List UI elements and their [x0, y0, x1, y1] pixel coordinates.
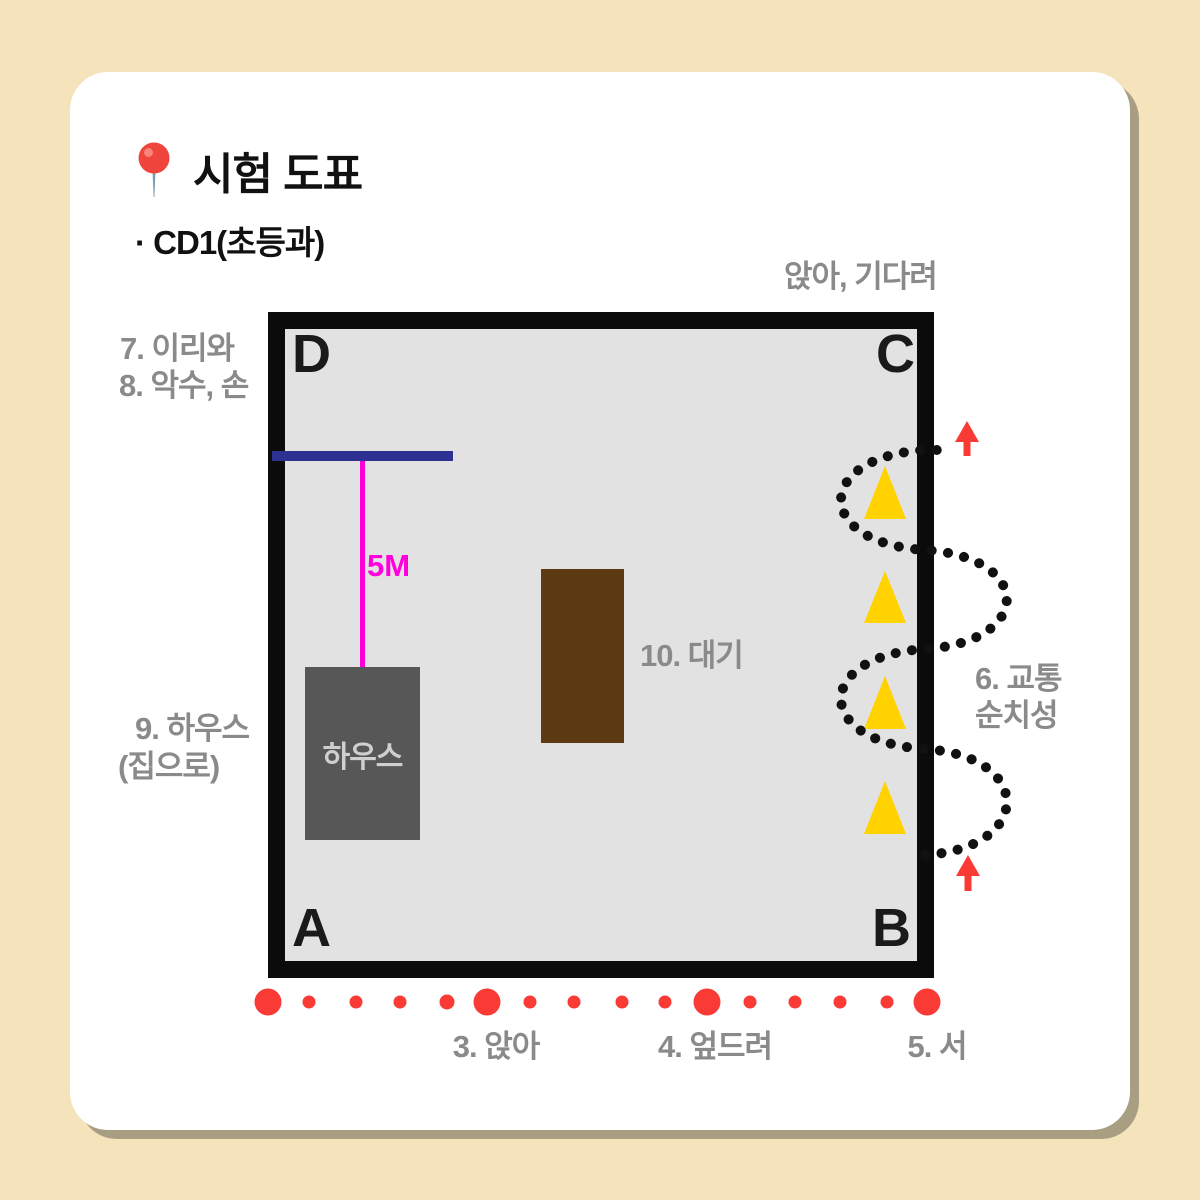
distance-label: 5M — [367, 548, 411, 583]
corner-label-c: C — [876, 324, 915, 384]
start-bar — [272, 451, 453, 461]
label-step4-down: 4. 엎드려 — [657, 1029, 773, 1064]
label-step3-sit: 3. 앉아 — [452, 1029, 541, 1064]
label-step9-house: 9. 하우스 — [135, 711, 250, 746]
course-label: · CD1(초등과) — [135, 224, 325, 261]
label-step9-house-paren: (집으로) — [118, 749, 220, 784]
corner-label-d: D — [292, 324, 331, 384]
house-box-label: 하우스 — [322, 740, 404, 774]
label-step5-stand: 5. 서 — [907, 1029, 968, 1064]
label-step10-wait: 10. 대기 — [640, 638, 744, 673]
house-box: 하우스 — [305, 667, 420, 840]
label-step6-traffic-line1: 6. 교통 — [975, 661, 1063, 696]
wait-box — [541, 569, 624, 743]
label-sit-wait: 앉아, 기다려 — [784, 259, 938, 294]
label-step7-come: 7. 이리와 — [120, 331, 235, 366]
corner-label-b: B — [872, 898, 911, 958]
round-pushpin-icon — [138, 142, 170, 197]
page-title: 시험 도표 — [193, 150, 363, 199]
distance-line — [360, 461, 365, 667]
label-step6-traffic-line2: 순치성 — [975, 698, 1059, 733]
corner-label-a: A — [292, 898, 331, 958]
title-row: 시험 도표 — [137, 138, 363, 202]
label-step8-handshake: 8. 악수, 손 — [119, 368, 249, 403]
